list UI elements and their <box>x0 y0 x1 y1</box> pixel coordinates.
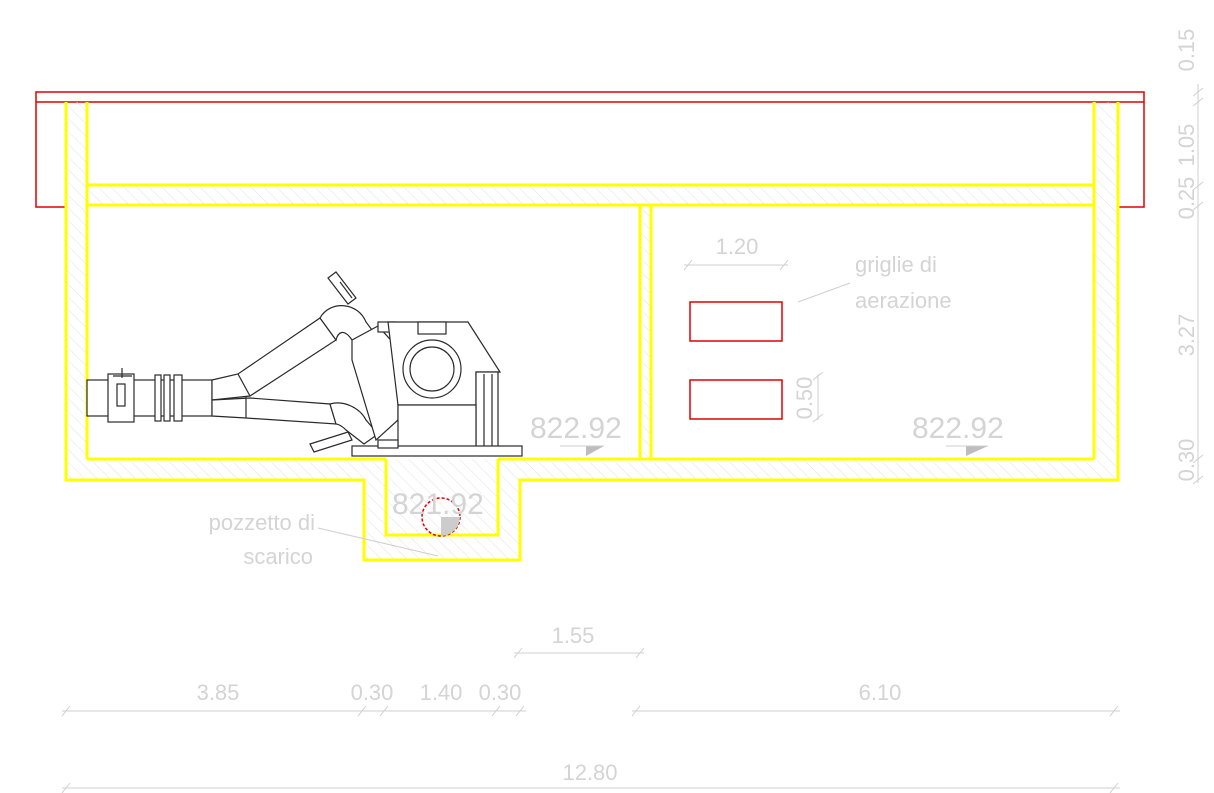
dim-grille-width: 1.20 <box>716 234 759 259</box>
grilles-leader <box>797 282 851 303</box>
dim-grille-height: 0.50 <box>792 377 817 420</box>
sump-label-line1: pozzetto di <box>209 510 315 535</box>
sump-label-line2: scarico <box>243 544 313 569</box>
dim-bottom-1-40: 1.40 <box>420 680 463 705</box>
wall-hatching <box>66 102 1118 560</box>
right-dimension-chain <box>1192 84 1204 485</box>
dim-vertical-1: 0.15 <box>1174 29 1199 72</box>
grille-dimension-lines <box>683 259 824 423</box>
dim-bottom-0-30-left: 0.30 <box>351 680 394 705</box>
dim-bottom-total: 12.80 <box>562 760 617 785</box>
dim-vertical-5: 0.30 <box>1174 439 1199 482</box>
drain-circle <box>421 497 461 537</box>
dim-bottom-6-10: 6.10 <box>859 680 902 705</box>
dim-bottom-3-85: 3.85 <box>197 680 240 705</box>
pump-machinery <box>86 271 523 457</box>
level-right-room: 822.92 <box>912 412 1004 445</box>
level-left-room: 822.92 <box>530 412 622 445</box>
bottom-dimension-lines <box>61 647 1120 793</box>
dim-vertical-4: 3.27 <box>1174 314 1199 357</box>
dim-vertical-3: 0.25 <box>1174 177 1199 220</box>
roof-slab <box>35 91 1145 208</box>
grilles-label-line2: aerazione <box>855 288 952 313</box>
dim-bottom-1-55: 1.55 <box>552 623 595 648</box>
sump-leader <box>317 527 439 557</box>
level-sump: 821.92 <box>392 488 484 521</box>
dim-vertical-2: 1.05 <box>1174 124 1199 167</box>
aeration-grilles <box>689 301 783 420</box>
grilles-label-line1: griglie di <box>855 252 937 277</box>
grille-lower <box>689 379 783 420</box>
dim-bottom-0-30-right: 0.30 <box>479 680 522 705</box>
grille-upper <box>689 301 783 342</box>
level-markers <box>560 445 988 456</box>
structure-walls <box>64 102 1120 562</box>
